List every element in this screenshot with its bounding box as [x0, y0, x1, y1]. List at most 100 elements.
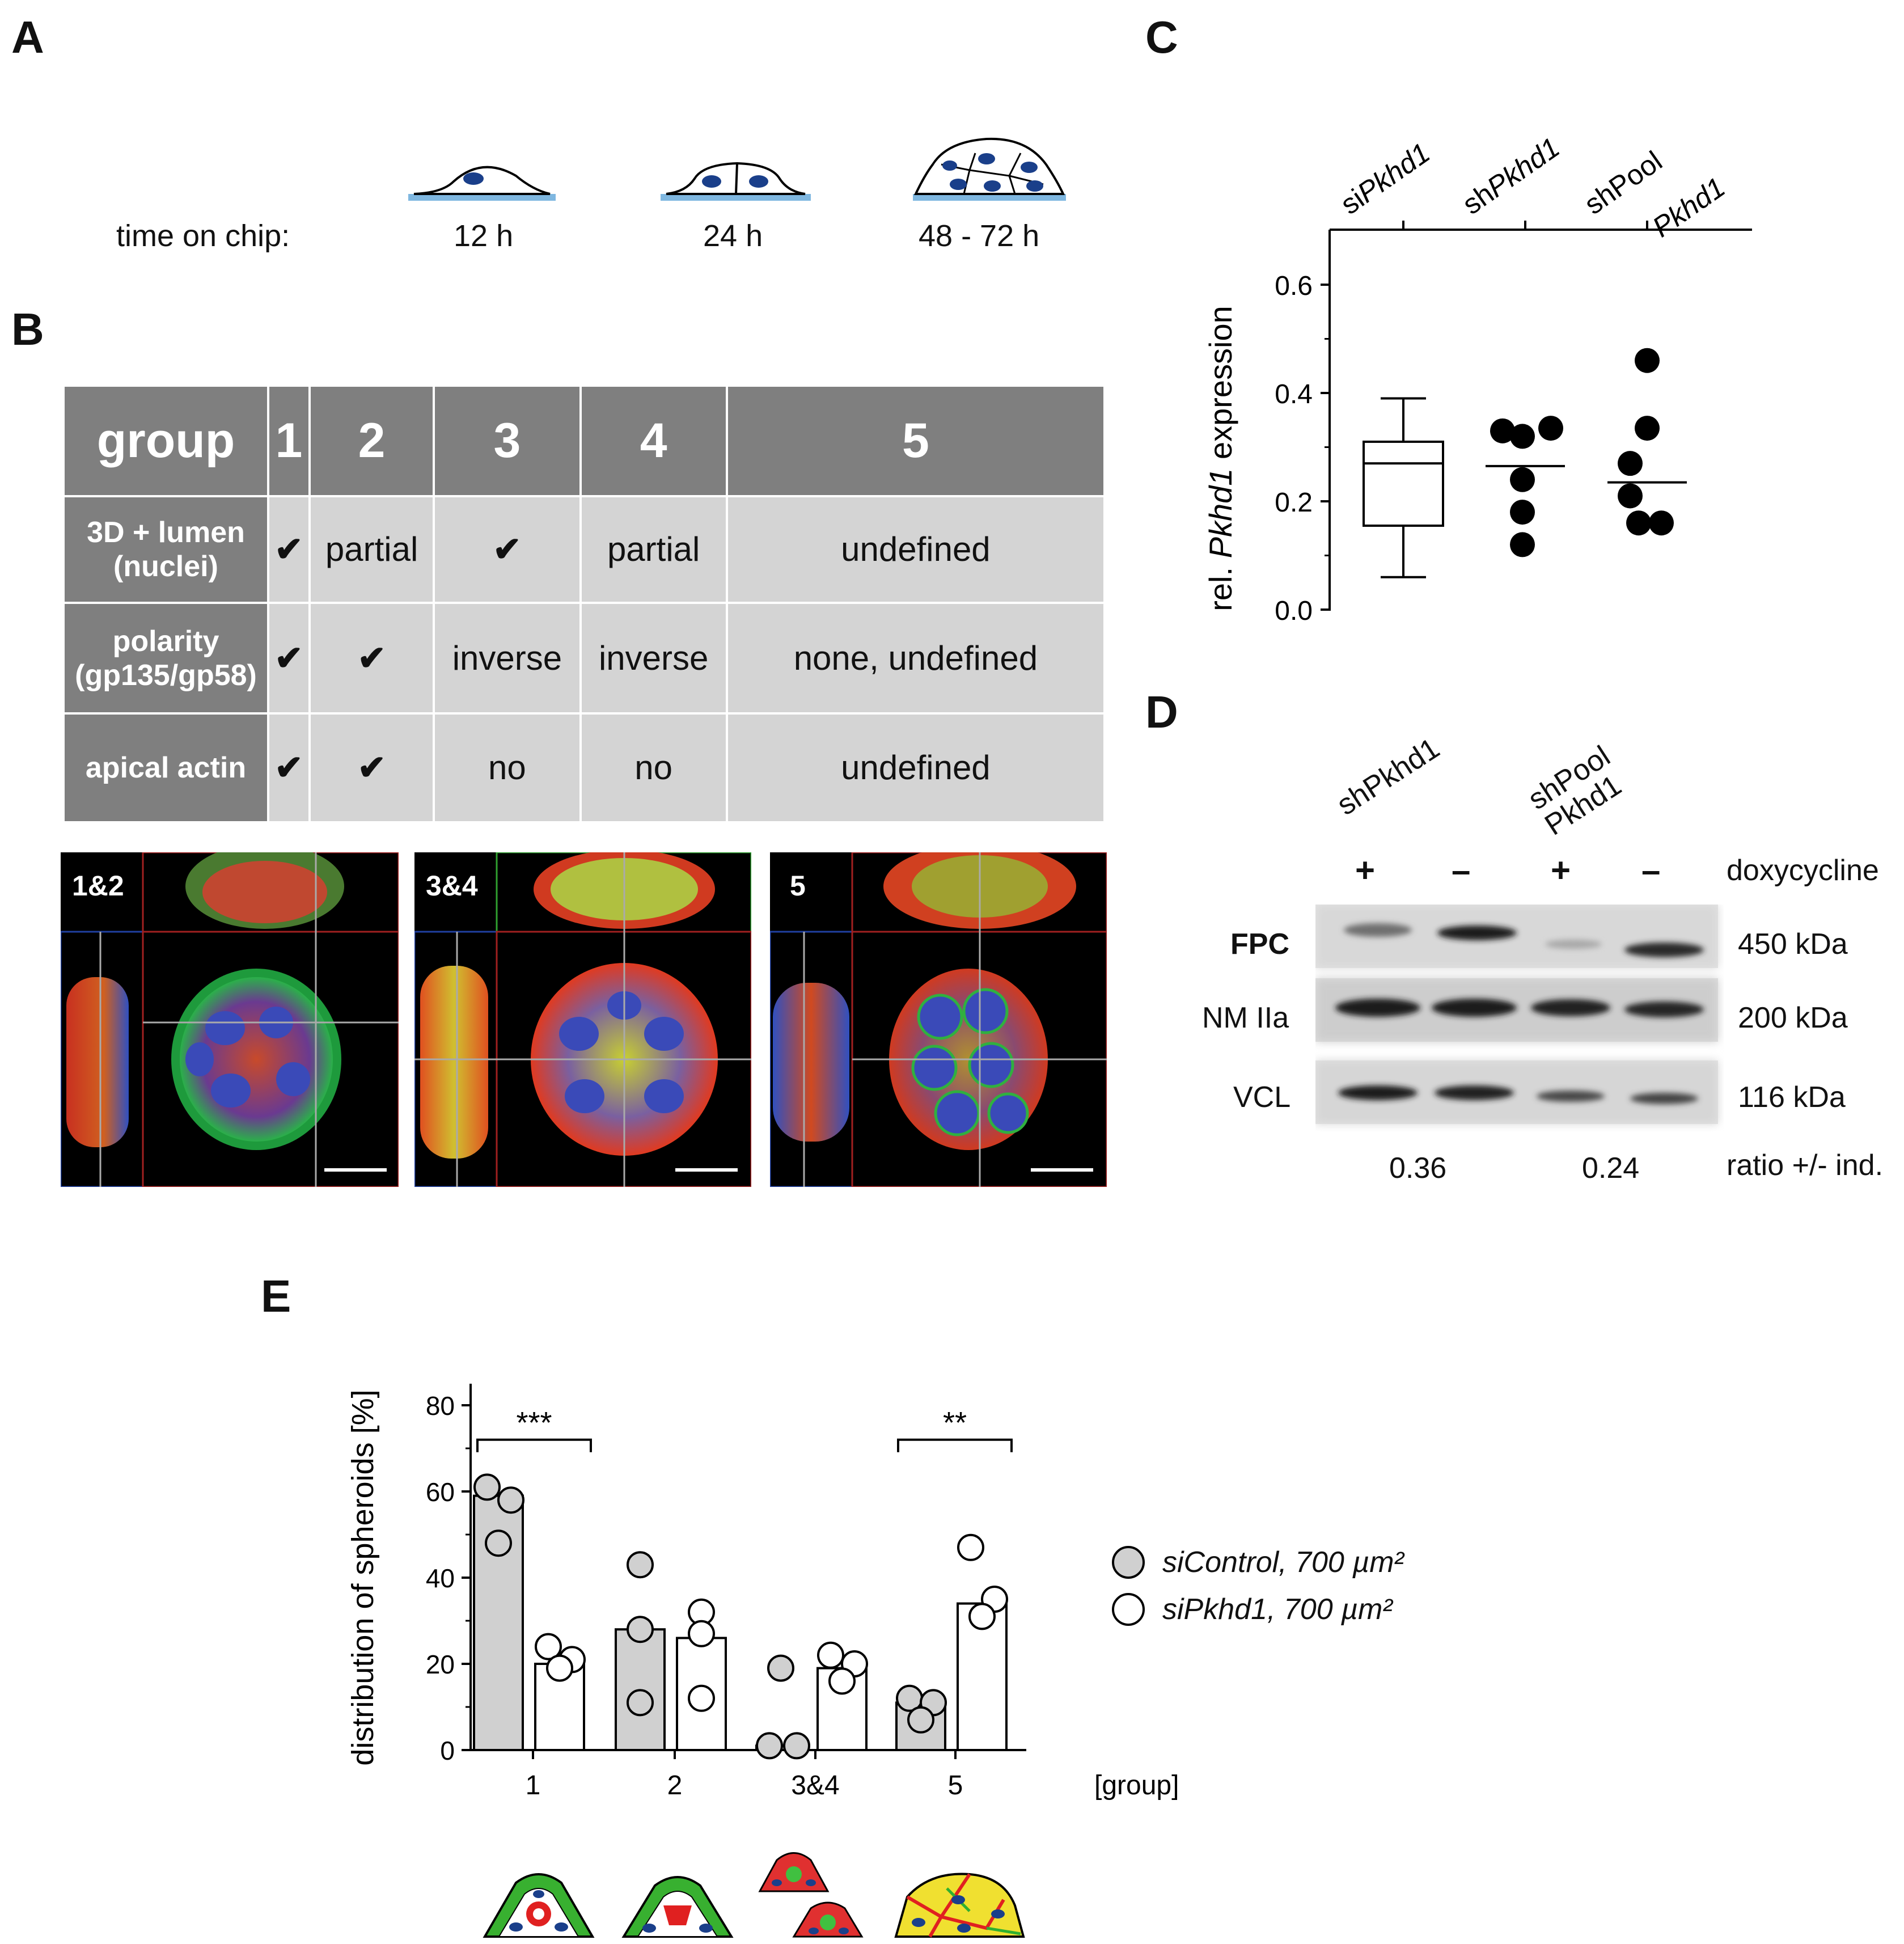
micrograph-3-4: 3&4: [414, 852, 751, 1187]
header-5: 5: [725, 384, 1106, 497]
blot-row-fpc-size: 450 kDa: [1738, 928, 1848, 961]
table-cell: ✔: [433, 495, 582, 604]
row-head-line: (gp135/gp58): [75, 658, 257, 692]
data-point: [907, 1706, 934, 1734]
data-point: [627, 1616, 654, 1643]
row-head-line: 3D + lumen: [87, 516, 245, 549]
micrograph-3-4-image: [414, 852, 751, 1187]
significance-bracket: [476, 1438, 592, 1452]
header-4: 4: [579, 384, 728, 497]
table-cell: inverse: [579, 602, 728, 715]
data-point: [828, 1667, 856, 1695]
table-cell: ✔: [267, 602, 311, 715]
y-tick-label: 20: [426, 1650, 455, 1679]
y-axis-label: distribution of spheroids [%]: [346, 1389, 380, 1765]
legend-sicontrol: siControl, 700 µm²: [1162, 1546, 1404, 1579]
group-schematics: [483, 1852, 1025, 1938]
micrograph-1-2-image: [61, 852, 399, 1187]
category-label: Pkhd1: [1647, 171, 1730, 243]
row-head-lumen: 3D + lumen(nuclei): [62, 495, 269, 604]
data-point: [1510, 532, 1535, 557]
data-point: [688, 1620, 715, 1647]
box-rect: [1363, 440, 1444, 527]
x-tick-label: 5: [948, 1770, 963, 1801]
legend-marker-sicontrol: [1112, 1546, 1145, 1579]
x-tick-label: 1: [526, 1770, 541, 1801]
table-row: polarity(gp135/gp58) ✔ ✔ inverse inverse…: [62, 602, 1106, 715]
data-point: [1618, 483, 1643, 509]
table-row: 3D + lumen(nuclei) ✔ partial ✔ partial u…: [62, 495, 1106, 604]
table-cell: ✔: [267, 495, 311, 604]
category-label: shPkhd1: [1457, 132, 1565, 221]
blot-row-nm-size: 200 kDa: [1738, 1001, 1848, 1034]
x-tick-label: 3&4: [791, 1770, 839, 1801]
y-tick-label: 80: [426, 1391, 455, 1421]
ratio-value-2: 0.24: [1582, 1152, 1640, 1185]
data-point: [1490, 418, 1515, 443]
micrograph-label: 3&4: [426, 870, 478, 902]
data-point: [627, 1689, 654, 1717]
data-point: [688, 1684, 715, 1712]
legend-marker-sipkhd1: [1112, 1593, 1145, 1626]
data-point: [546, 1654, 573, 1682]
blot-row-vcl-label: VCL: [1233, 1081, 1291, 1114]
data-point: [1510, 500, 1535, 525]
ratio-label: ratio +/- ind.: [1727, 1149, 1884, 1182]
sign-lane-4: –: [1641, 851, 1661, 889]
table-header-row: group 1 2 3 4 5: [62, 384, 1106, 497]
significance-bracket: [897, 1438, 1013, 1452]
group-criteria-table: group 1 2 3 4 5 3D + lumen(nuclei) ✔ par…: [62, 384, 1106, 823]
panel-label-b: B: [11, 304, 44, 354]
micrograph-5: 5: [770, 852, 1107, 1187]
significance-label: **: [943, 1406, 967, 1440]
table-cell: ✔: [308, 602, 435, 715]
header-3: 3: [433, 384, 582, 497]
table-cell: no: [433, 712, 582, 823]
x-tick-label: 2: [667, 1770, 683, 1801]
y-tick-label: 0.0: [1275, 596, 1313, 626]
significance-label: ***: [516, 1406, 552, 1440]
micrograph-1-2: 1&2: [61, 852, 399, 1187]
time-48-72h: 48 - 72 h: [919, 219, 1040, 253]
x-axis-label: [group]: [1094, 1770, 1179, 1801]
data-point: [627, 1551, 654, 1579]
data-point: [1618, 451, 1643, 476]
lane-label-shpool: shPool Pkhd1: [1522, 739, 1627, 842]
table-cell: partial: [579, 495, 728, 604]
time-on-chip-label: time on chip:: [116, 219, 290, 253]
y-tick-label: 60: [426, 1477, 455, 1507]
doxycycline-label: doxycycline: [1727, 854, 1879, 887]
category-label: shPool: [1579, 145, 1668, 221]
y-tick-label: 0.2: [1275, 488, 1313, 518]
micrograph-5-image: [770, 852, 1107, 1187]
data-point: [1649, 510, 1674, 536]
header-2: 2: [308, 384, 435, 497]
micrograph-label: 1&2: [72, 870, 124, 902]
header-1: 1: [267, 384, 311, 497]
data-point: [968, 1603, 996, 1630]
western-blot: [1315, 905, 1718, 1124]
y-tick-label: 0: [440, 1736, 455, 1765]
data-point: [957, 1533, 984, 1561]
blot-row-nm-label: NM IIa: [1202, 1001, 1289, 1034]
table-cell: undefined: [725, 495, 1106, 604]
table-cell: partial: [308, 495, 435, 604]
time-12h: 12 h: [454, 219, 514, 253]
sign-lane-3: +: [1551, 851, 1571, 889]
y-tick-label: 0.6: [1275, 271, 1313, 301]
data-point: [473, 1473, 501, 1501]
data-point: [783, 1732, 810, 1760]
data-point: [756, 1732, 783, 1760]
cell-growth-schematic: [408, 137, 1066, 201]
y-axis-label: rel. Pkhd1 expression: [1203, 306, 1238, 611]
data-point: [485, 1529, 512, 1557]
table-cell: undefined: [725, 712, 1106, 823]
data-point: [535, 1633, 562, 1660]
table-cell: ✔: [267, 712, 311, 823]
data-point: [817, 1641, 844, 1669]
data-point: [1538, 416, 1563, 441]
data-point: [1510, 467, 1535, 492]
sign-lane-1: +: [1355, 851, 1376, 889]
ratio-value-1: 0.36: [1389, 1152, 1447, 1185]
